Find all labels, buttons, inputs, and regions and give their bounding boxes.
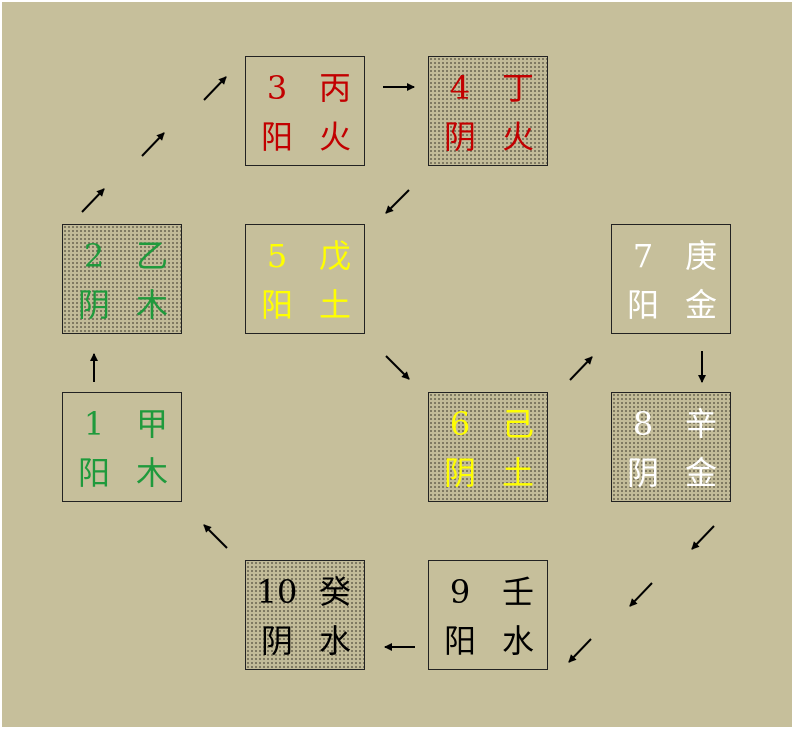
yin-yang: 阳 (443, 622, 476, 660)
yin-yang: 阳 (626, 286, 659, 324)
arrow-2-to-3-c (203, 76, 227, 101)
element: 水 (318, 622, 351, 660)
heavenly-stem: 壬 (501, 573, 534, 611)
yin-yang: 阳 (77, 454, 110, 492)
yin-yang: 阳 (260, 286, 293, 324)
yin-yang: 阴 (260, 622, 293, 660)
heavenly-stem: 辛 (684, 405, 717, 443)
heavenly-stem: 丁 (501, 69, 534, 107)
arrow-5-to-6 (385, 355, 410, 380)
arrow-2-to-3-a (81, 188, 105, 213)
element: 火 (501, 118, 534, 156)
yin-yang: 阴 (77, 286, 110, 324)
box-number: 10 (256, 573, 298, 611)
stem-box-5: 5 戊 阳 土 (245, 224, 365, 334)
heavenly-stem: 己 (501, 405, 534, 443)
arrow-8-to-9-a (691, 525, 715, 550)
heavenly-stem: 庚 (684, 237, 717, 275)
box-number: 1 (83, 405, 105, 443)
arrow-8-to-9-c (568, 638, 592, 663)
stem-box-6: 6 己 阴 土 (428, 392, 548, 502)
box-number: 5 (266, 237, 288, 275)
heavenly-stem: 戊 (318, 237, 351, 275)
box-number: 7 (632, 237, 654, 275)
box-number: 8 (632, 405, 654, 443)
element: 土 (501, 454, 534, 492)
heavenly-stem: 甲 (135, 405, 168, 443)
element: 水 (501, 622, 534, 660)
box-number: 2 (83, 237, 105, 275)
stem-box-7: 7 庚 阳 金 (611, 224, 731, 334)
heavenly-stem: 癸 (318, 573, 351, 611)
element: 木 (135, 286, 168, 324)
stem-box-1: 1 甲 阳 木 (62, 392, 182, 502)
box-number: 3 (266, 69, 288, 107)
stem-box-4: 4 丁 阴 火 (428, 56, 548, 166)
stem-box-2: 2 乙 阴 木 (62, 224, 182, 334)
arrow-10-to-1 (203, 524, 228, 549)
stem-box-9: 9 壬 阳 水 (428, 560, 548, 670)
element: 土 (318, 286, 351, 324)
stem-box-8: 8 辛 阴 金 (611, 392, 731, 502)
box-number: 4 (449, 69, 471, 107)
yin-yang: 阴 (626, 454, 659, 492)
stem-box-10: 10 癸 阴 水 (245, 560, 365, 670)
heavenly-stem: 丙 (318, 69, 351, 107)
arrow-4-to-5 (385, 189, 410, 214)
arrow-8-to-9-b (629, 582, 653, 607)
yin-yang: 阳 (260, 118, 293, 156)
yin-yang: 阴 (443, 454, 476, 492)
box-number: 6 (449, 405, 471, 443)
box-number: 9 (449, 573, 471, 611)
element: 火 (318, 118, 351, 156)
arrow-6-to-7 (569, 356, 593, 381)
element: 金 (684, 286, 717, 324)
yin-yang: 阴 (443, 118, 476, 156)
heavenly-stem: 乙 (135, 237, 168, 275)
arrow-2-to-3-b (141, 132, 165, 157)
element: 金 (684, 454, 717, 492)
stem-box-3: 3 丙 阳 火 (245, 56, 365, 166)
element: 木 (135, 454, 168, 492)
